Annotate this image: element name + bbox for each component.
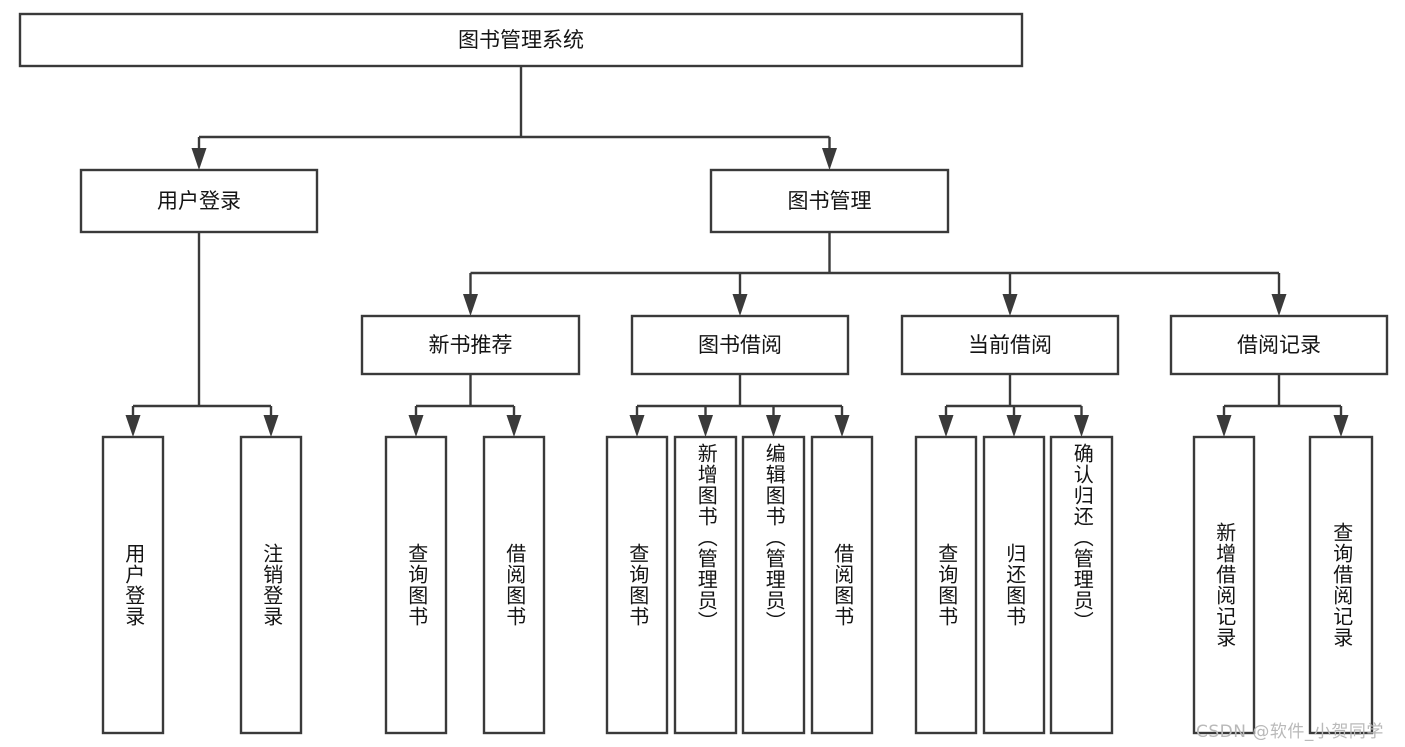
arrow-head-icon	[1271, 294, 1287, 316]
arrow-head-icon	[698, 415, 713, 437]
node-current-borrow-label: 当前借阅	[968, 333, 1052, 357]
node-leaf-add-book[interactable]	[673, 435, 738, 735]
node-user-login-label: 用户登录	[157, 189, 241, 213]
node-book-manage[interactable]	[709, 168, 950, 234]
arrow-head-icon	[1002, 294, 1018, 316]
arrow-head-icon	[408, 415, 424, 437]
node-leaf-return-book[interactable]	[982, 435, 1046, 735]
arrow-head-icon	[834, 415, 850, 437]
arrow-head-icon	[1074, 415, 1089, 437]
arrow-head-icon	[1006, 415, 1022, 437]
node-new-book-recommend[interactable]	[360, 314, 581, 376]
watermark: CSDN @软件_小贺同学	[1196, 722, 1384, 742]
arrow-head-icon	[191, 148, 207, 170]
arrow-head-icon	[263, 415, 279, 437]
arrow-head-icon	[732, 294, 748, 316]
node-book-borrow-label: 图书借阅	[698, 333, 782, 357]
node-leaf-edit-book[interactable]	[741, 435, 806, 735]
node-leaf-query-book-3[interactable]	[914, 435, 978, 735]
node-leaf-user-logout[interactable]	[239, 435, 303, 735]
arrow-head-icon	[506, 415, 522, 437]
connectors-layer	[125, 66, 1349, 437]
arrow-head-icon	[938, 415, 954, 437]
node-leaf-query-record[interactable]	[1308, 435, 1374, 735]
node-current-borrow[interactable]	[900, 314, 1120, 376]
node-leaf-user-login[interactable]	[101, 435, 165, 735]
node-book-borrow[interactable]	[630, 314, 850, 376]
node-new-book-recommend-label: 新书推荐	[429, 333, 513, 357]
node-leaf-query-book-1[interactable]	[384, 435, 448, 735]
arrow-head-icon	[1216, 415, 1232, 437]
node-leaf-confirm-return[interactable]	[1049, 435, 1114, 735]
arrow-head-icon	[125, 415, 141, 437]
arrow-head-icon	[766, 415, 781, 437]
arrow-head-icon	[463, 294, 478, 316]
node-root[interactable]	[18, 12, 1024, 68]
arrow-head-icon	[629, 415, 645, 437]
node-borrow-record-label: 借阅记录	[1237, 333, 1321, 357]
node-leaf-borrow-book-2[interactable]	[810, 435, 874, 735]
node-leaf-add-record[interactable]	[1192, 435, 1256, 735]
arrow-head-icon	[1333, 415, 1349, 437]
node-book-manage-label: 图书管理	[788, 189, 872, 213]
node-leaf-borrow-book-1[interactable]	[482, 435, 546, 735]
node-user-login[interactable]	[79, 168, 319, 234]
node-borrow-record[interactable]	[1169, 314, 1389, 376]
node-root-label: 图书管理系统	[458, 28, 584, 52]
arrow-head-icon	[822, 148, 837, 170]
boxes-layer	[18, 12, 1389, 735]
node-leaf-query-book-2[interactable]	[605, 435, 669, 735]
